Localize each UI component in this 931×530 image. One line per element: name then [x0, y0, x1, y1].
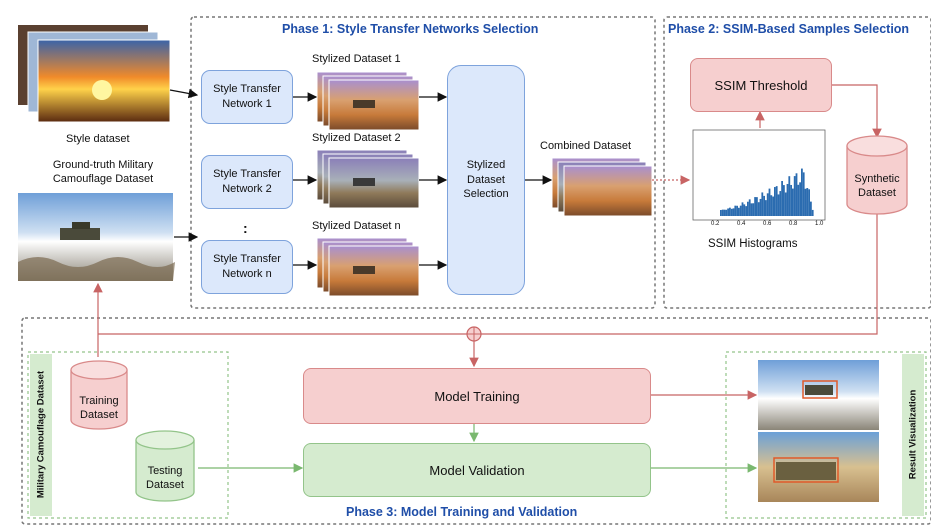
style-dataset-images [18, 25, 171, 123]
histogram-bar [727, 208, 729, 216]
histogram-bar [779, 191, 782, 216]
phase2-title: Phase 2: SSIM-Based Samples Selection [668, 22, 910, 36]
histogram-bar [806, 188, 809, 216]
stylized-dataset-2-label: Stylized Dataset 2 [312, 132, 401, 144]
histogram-bar [799, 182, 801, 216]
hist-tick-0: 0.2 [711, 221, 720, 227]
histogram-bar [790, 184, 792, 216]
stylized-dataset-1-label: Stylized Dataset 1 [312, 53, 401, 65]
phase2-box [663, 16, 931, 309]
histogram-bar [723, 209, 726, 216]
hist-tick-2: 0.6 [763, 221, 772, 227]
histogram-bar [783, 185, 785, 216]
histogram-bar [732, 208, 735, 216]
histogram-bar [736, 205, 738, 216]
style-transfer-network-1: Style Transfer Network 1 [201, 70, 293, 124]
testing-dataset-label: Testing Dataset [146, 465, 184, 492]
stylized-dataset-n-label: Stylized Dataset n [312, 220, 401, 232]
histogram-bar [810, 201, 812, 216]
histogram-bar [808, 189, 810, 216]
style-dataset-label: Style dataset [66, 133, 130, 145]
histogram-bar [754, 197, 756, 216]
ssim-histogram-label: SSIM Histograms [708, 238, 798, 250]
histogram-bar [781, 180, 783, 216]
histogram-bar [752, 203, 755, 216]
histogram-bar [741, 202, 744, 216]
histogram-bar [768, 188, 771, 216]
style-transfer-network-n: Style Transfer Network n [201, 240, 293, 294]
model-validation-node: Model Validation [303, 443, 651, 497]
military-camouflage-side-label: Military Camouflage Dataset [35, 370, 47, 499]
dataset-box [27, 351, 229, 519]
histogram-bar [804, 188, 807, 216]
histogram-bar [793, 176, 796, 216]
histogram-bar [745, 206, 747, 216]
ground-truth-label: Ground-truth Military Camouflage Dataset [52, 159, 154, 186]
histogram-bar [750, 203, 753, 216]
histogram-bar [756, 197, 758, 216]
histogram-bar [761, 192, 764, 216]
histogram-bar [786, 183, 789, 216]
histogram-bar [729, 207, 731, 216]
histogram-bar [757, 202, 760, 216]
histogram-bar [747, 201, 749, 216]
testing-dataset-cylinder [135, 430, 195, 502]
histogram-bar [774, 187, 776, 216]
synthetic-dataset-cylinder [846, 135, 908, 215]
histogram-bar [775, 186, 778, 216]
ssim-histogram [692, 129, 826, 221]
histogram-bar [765, 200, 767, 216]
histogram-bar [748, 199, 751, 216]
histogram-bar [811, 209, 814, 216]
result-visualization-side-label: Result Visualization [907, 389, 919, 480]
histogram-bar [802, 172, 805, 216]
histogram-bar [766, 193, 769, 216]
phase3-box [21, 317, 931, 525]
synthetic-dataset-label: Synthetic Dataset [854, 173, 900, 200]
histogram-bar [730, 208, 733, 216]
stylized-dataset-selection: Stylized Dataset Selection [447, 65, 525, 295]
histogram-bar [797, 184, 800, 216]
result-images [758, 360, 879, 502]
histogram-bar [801, 168, 803, 216]
histogram-bar [725, 209, 728, 216]
stylized-stack-2 [316, 149, 420, 209]
ssim-threshold-node: SSIM Threshold [690, 58, 832, 112]
phase3-title: Phase 3: Model Training and Validation [346, 505, 578, 519]
training-dataset-label: Training Dataset [79, 395, 119, 422]
left-strip [30, 354, 52, 516]
style-transfer-network-2: Style Transfer Network 2 [201, 155, 293, 209]
histogram-bar [720, 210, 722, 216]
hist-tick-3: 0.8 [789, 221, 798, 227]
histogram-bar [759, 198, 762, 216]
histogram-bar [772, 196, 774, 216]
histogram-bar [792, 188, 794, 216]
stylized-stack-n [316, 237, 420, 297]
histogram-bar [788, 176, 791, 216]
combined-dataset-label: Combined Dataset [540, 140, 632, 152]
right-strip [902, 354, 924, 516]
phase1-title: Phase 1: Style Transfer Networks Selecti… [282, 22, 539, 36]
stylized-stack-1 [316, 71, 420, 131]
histogram-bar [739, 205, 742, 216]
histogram-bar [777, 194, 780, 216]
histogram-bar [721, 209, 724, 216]
histogram-bar [743, 204, 746, 216]
histogram-bar [738, 207, 740, 216]
hist-tick-1: 0.4 [737, 221, 746, 227]
phase1-box [190, 16, 656, 309]
histogram-bar [784, 192, 787, 216]
result-box [725, 351, 927, 519]
histogram-bar [763, 195, 765, 216]
ground-truth-image [18, 193, 175, 281]
hist-tick-4: 1.0 [815, 221, 824, 227]
histogram-bar [795, 173, 798, 216]
ellipsis-marker: : [243, 220, 248, 236]
histogram-bar [734, 205, 737, 216]
combined-stack [551, 157, 653, 217]
histogram-bar [770, 195, 773, 216]
training-dataset-cylinder [70, 360, 128, 430]
model-training-node: Model Training [303, 368, 651, 424]
